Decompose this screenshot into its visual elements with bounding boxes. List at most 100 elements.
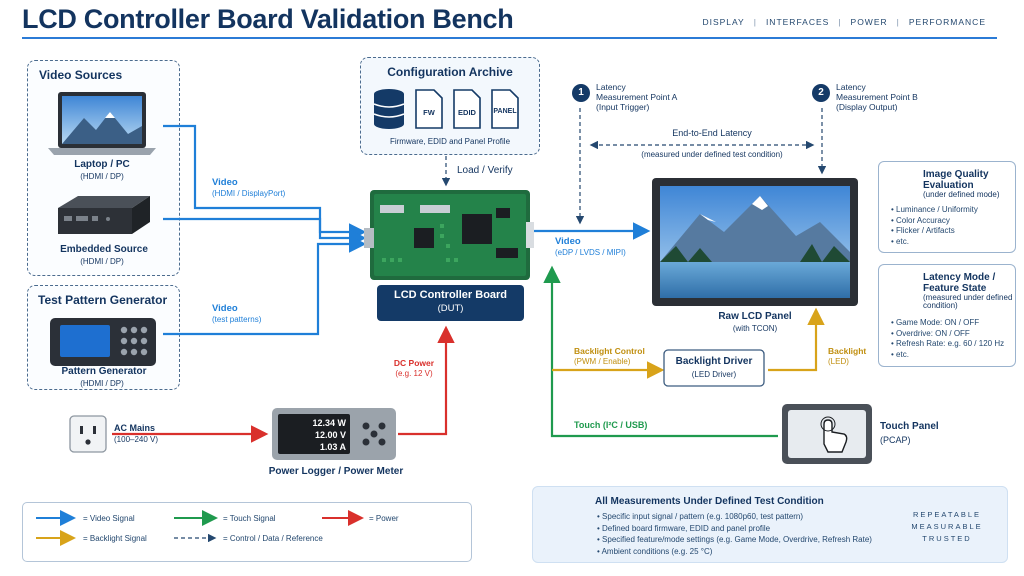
video-in-1-label: Video <box>212 177 238 188</box>
touch-panel-label: Touch Panel <box>880 421 939 432</box>
laptop-illustration <box>48 92 156 155</box>
embedded-box-illustration <box>58 196 150 234</box>
nav-performance[interactable]: PERFORMANCE <box>908 17 986 27</box>
legend-touch: = Touch Signal <box>223 514 276 523</box>
backlight-driver-box <box>663 349 765 387</box>
latency-mode-title: Latency Mode / <box>923 272 996 283</box>
legend-power: = Power <box>369 514 399 523</box>
pattern-generator-sub: (HDMI / DP) <box>80 379 124 388</box>
legend-video: = Video Signal <box>83 514 135 523</box>
lcd-panel-illustration <box>652 178 858 306</box>
touch-link-label: Touch (I²C / USB) <box>574 420 648 430</box>
latency-b-sub: (Display Output) <box>836 102 898 112</box>
latency-b-text: Latency Measurement Point B (Display Out… <box>836 82 918 112</box>
e2e-latency-sub: (measured under defined test condition) <box>641 150 783 159</box>
nav-display[interactable]: DISPLAY <box>702 17 745 27</box>
latency-mode-list: Game Mode: ON / OFF Overdrive: ON / OFF … <box>891 318 1004 360</box>
latency-mode-sub2: condition) <box>923 301 958 311</box>
file-edid: EDID <box>458 108 476 117</box>
pattern-generator-illustration <box>50 318 156 366</box>
power-meter-illustration <box>272 408 396 460</box>
video-wire-laptop <box>163 124 367 241</box>
file-panel: PANEL <box>493 108 517 115</box>
laptop-label: Laptop / PC <box>74 159 130 170</box>
tpg-title: Test Pattern Generator <box>38 293 168 307</box>
list-item: etc. <box>891 237 978 248</box>
quality-tags: REPEATABLE MEASURABLE TRUSTED <box>907 509 987 545</box>
image-quality-sub: (under defined mode) <box>923 190 1000 199</box>
lcd-panel-label: Raw LCD Panel <box>718 311 792 322</box>
dut-sub: (DUT) <box>437 303 464 314</box>
legend-backlight: = Backlight Signal <box>83 534 147 543</box>
video-wire-embedded <box>163 217 367 247</box>
touch-panel-illustration <box>782 404 872 464</box>
config-caption: Firmware, EDID and Panel Profile <box>389 137 511 146</box>
power-meter-readings: 12.34 W 12.00 V 1.03 A <box>282 417 346 453</box>
video-out-label: Video <box>555 236 581 247</box>
video-out-sub: (eDP / LVDS / MIPI) <box>555 248 626 257</box>
dut-name: LCD Controller Board <box>393 289 508 301</box>
video-in-1-sub: (HDMI / DisplayPort) <box>212 189 286 198</box>
power-meter-label: Power Logger / Power Meter <box>268 466 404 477</box>
dut-board-illustration <box>364 190 534 280</box>
nav-power[interactable]: POWER <box>850 17 888 27</box>
measurements-panel: All Measurements Under Defined Test Cond… <box>532 486 1008 563</box>
backlight-wire <box>552 307 825 379</box>
control-lines <box>441 108 827 225</box>
tag-trusted: TRUSTED <box>922 534 972 543</box>
list-item: Refresh Rate: e.g. 60 / 120 Hz <box>891 339 1004 350</box>
backlight-label: Backlight <box>828 346 867 356</box>
legend-control: = Control / Data / Reference <box>223 534 323 543</box>
legend: = Video Signal = Touch Signal = Power = … <box>22 502 472 562</box>
backlight-sub: (LED) <box>828 357 849 366</box>
list-item: Specific input signal / pattern (e.g. 10… <box>597 511 872 523</box>
image-quality-list: Luminance / Uniformity Color Accuracy Fl… <box>891 205 978 247</box>
pattern-generator-label: Pattern Generator <box>61 366 147 377</box>
list-item: Overdrive: ON / OFF <box>891 329 1004 340</box>
legend-lines <box>36 510 364 546</box>
reading-volts: 12.00 V <box>314 430 346 440</box>
embedded-label: Embedded Source <box>60 244 148 255</box>
title-rule <box>22 37 997 39</box>
list-item: Ambient conditions (e.g. 25 °C) <box>597 546 872 558</box>
list-item: Game Mode: ON / OFF <box>891 318 1004 329</box>
latency-b-title2: Measurement Point B <box>836 92 918 102</box>
latency-mode-head: Latency Mode / Feature State (measured u… <box>923 272 1013 311</box>
list-item: Luminance / Uniformity <box>891 205 978 216</box>
power-wire-dc <box>398 325 455 436</box>
backlight-control-label: Backlight Control <box>574 346 645 356</box>
page-title: LCD Controller Board Validation Bench <box>22 4 514 34</box>
list-item: etc. <box>891 350 1004 361</box>
tag-measurable: MEASURABLE <box>911 522 983 531</box>
latency-a-title2: Measurement Point A <box>596 92 678 102</box>
latency-b-title: Latency <box>836 82 866 92</box>
latency-mode-title2: Feature State <box>923 282 987 294</box>
lcd-panel-sub: (with TCON) <box>732 324 778 333</box>
image-quality-title2: Evaluation <box>923 179 974 191</box>
latency-mode-sub: (measured under defined <box>923 293 1013 302</box>
file-icons <box>415 89 519 129</box>
backlight-driver-sub: (LED Driver) <box>691 370 737 379</box>
video-in-2-label: Video <box>212 303 238 314</box>
load-verify-label: Load / Verify <box>457 165 513 176</box>
ac-socket-illustration <box>69 415 107 453</box>
latency-a-title: Latency <box>596 82 626 92</box>
touch-wire <box>543 265 778 438</box>
video-sources-title: Video Sources <box>39 68 123 82</box>
e2e-latency-label: End-to-End Latency <box>672 128 752 138</box>
reading-watts: 12.34 W <box>312 418 346 428</box>
top-nav: DISPLAY| INTERFACES| POWER| PERFORMANCE <box>702 17 986 27</box>
latency-b-badge: 2 <box>812 84 830 102</box>
nav-interfaces[interactable]: INTERFACES <box>765 17 830 27</box>
measurements-title: All Measurements Under Defined Test Cond… <box>595 496 824 507</box>
latency-a-badge: 1 <box>572 84 590 102</box>
image-quality-card: Image Quality Evaluation (under defined … <box>878 161 1016 253</box>
latency-mode-card: Latency Mode / Feature State (measured u… <box>878 264 1016 367</box>
list-item: Specified feature/mode settings (e.g. Ga… <box>597 534 872 546</box>
video-wire-tpg <box>163 235 367 336</box>
embedded-sub: (HDMI / DP) <box>80 257 124 266</box>
measurements-list: Specific input signal / pattern (e.g. 10… <box>597 511 872 557</box>
latency-a-sub: (Input Trigger) <box>596 102 650 112</box>
file-fw: FW <box>423 108 435 117</box>
dc-power-label: DC Power <box>393 358 435 368</box>
